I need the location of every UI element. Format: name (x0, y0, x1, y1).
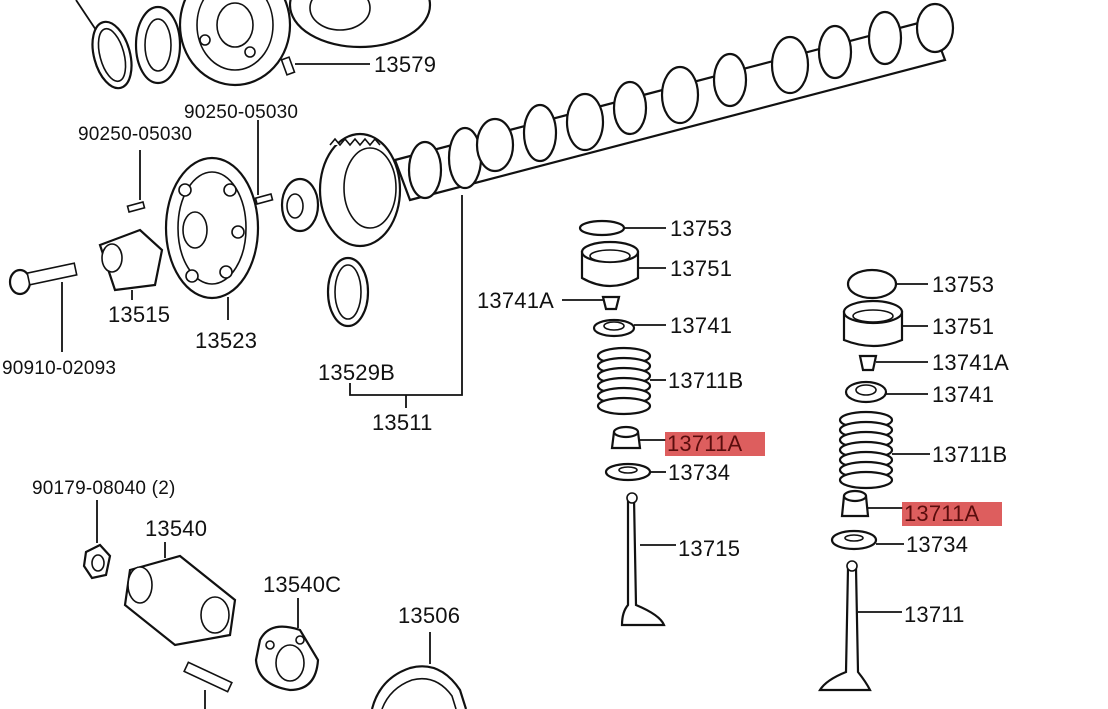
label-13515: 13515 (108, 302, 170, 327)
hub-13515: 13515 (98, 228, 170, 327)
label-13540: 13540 (145, 516, 207, 541)
label-right-13741: 13741 (932, 382, 994, 407)
label-left-13711b: 13711B (668, 368, 743, 393)
label-13523: 13523 (195, 328, 257, 353)
bolt-90910: 90910-02093 (2, 262, 116, 379)
pin-13579: 13579 (280, 52, 436, 77)
sprocket-13523: 13523 (164, 156, 260, 353)
label-13506: 13506 (398, 603, 460, 628)
label-right-13711b: 13711B (932, 442, 1007, 467)
label-left-13741: 13741 (670, 313, 732, 338)
stud-bottom (183, 661, 233, 709)
label-13579: 13579 (374, 52, 436, 77)
pin-90250-left: 90250-05030 (78, 124, 192, 213)
camshaft-gear (318, 132, 402, 248)
label-left-13711a-highlighted: 13711A (667, 431, 743, 456)
label-left-13753: 13753 (670, 216, 732, 241)
label-90250-05030-left: 90250-05030 (78, 124, 192, 145)
label-90250-05030-top: 90250-05030 (184, 102, 298, 123)
label-90179-08040: 90179-08040 (2) (32, 478, 176, 499)
camshaft (393, 2, 955, 202)
gasket-13540c: 13540C (254, 572, 341, 692)
bracket-13511: 13511 (349, 195, 463, 435)
label-right-13753: 13753 (932, 272, 994, 297)
tensioner-13540: 13540 (123, 516, 237, 647)
chain-13506: 13506 (370, 603, 468, 709)
label-right-13711a-highlighted: 13711A (904, 501, 980, 526)
label-left-13751: 13751 (670, 256, 732, 281)
nut-90179: 90179-08040 (2) (32, 478, 176, 580)
label-right-13711: 13711 (904, 602, 965, 627)
snap-ring-top-left (75, 0, 133, 90)
pin-90250-right: 90250-05030 (184, 102, 298, 205)
label-13540c: 13540C (263, 572, 341, 597)
washer-top-left (134, 5, 182, 85)
label-90910-02093: 90910-02093 (2, 358, 116, 379)
label-13511: 13511 (372, 410, 433, 435)
label-right-13734: 13734 (906, 532, 968, 557)
label-left-13741a: 13741A (477, 288, 554, 313)
label-right-13751: 13751 (932, 314, 994, 339)
timing-gear-top (288, 0, 432, 49)
valve-stack-left: 13753 13751 13741A 13741 13711B 13711A (477, 216, 765, 627)
label-left-13734: 13734 (668, 460, 730, 485)
valve-stack-right: 13753 13751 13741A 13741 13711B 13711A (818, 268, 1009, 692)
label-13529b: 13529B (318, 360, 395, 385)
snap-ring-13529b: 13529B (318, 256, 395, 385)
sprocket-top (178, 0, 292, 87)
camshaft-nose (280, 177, 320, 233)
label-right-13741a: 13741A (932, 350, 1009, 375)
label-left-13715: 13715 (678, 536, 740, 561)
